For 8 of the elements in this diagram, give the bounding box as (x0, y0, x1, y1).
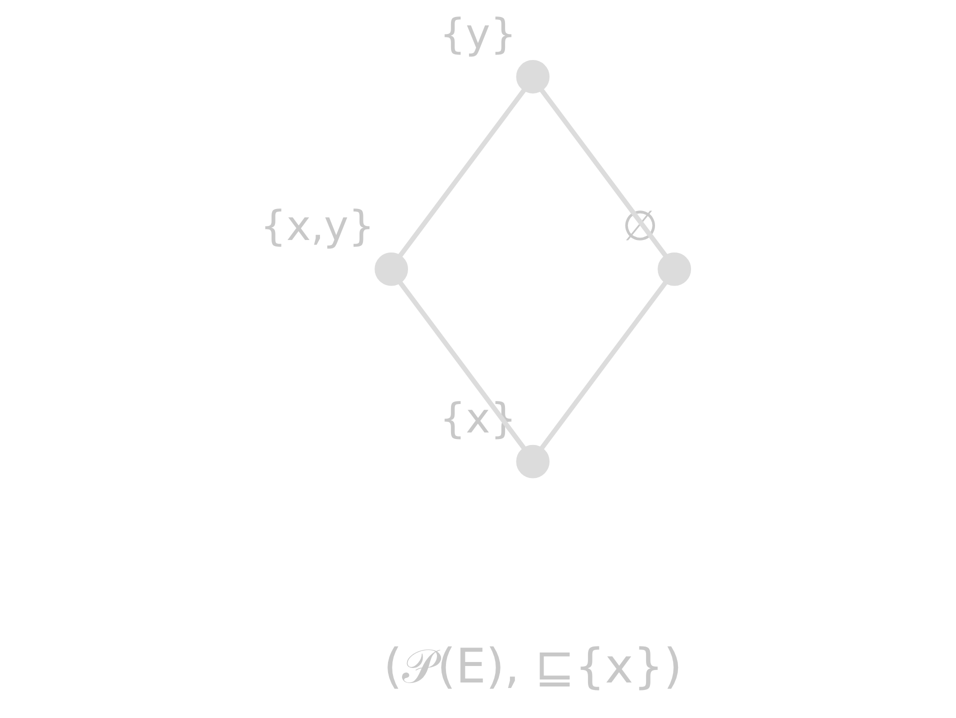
node-circle (658, 252, 692, 286)
connector (398, 88, 526, 258)
node-circle (374, 252, 408, 286)
connector (540, 88, 668, 258)
connector (398, 281, 526, 450)
node-circle (516, 444, 550, 478)
connector (540, 281, 668, 450)
node-circle (516, 60, 550, 94)
